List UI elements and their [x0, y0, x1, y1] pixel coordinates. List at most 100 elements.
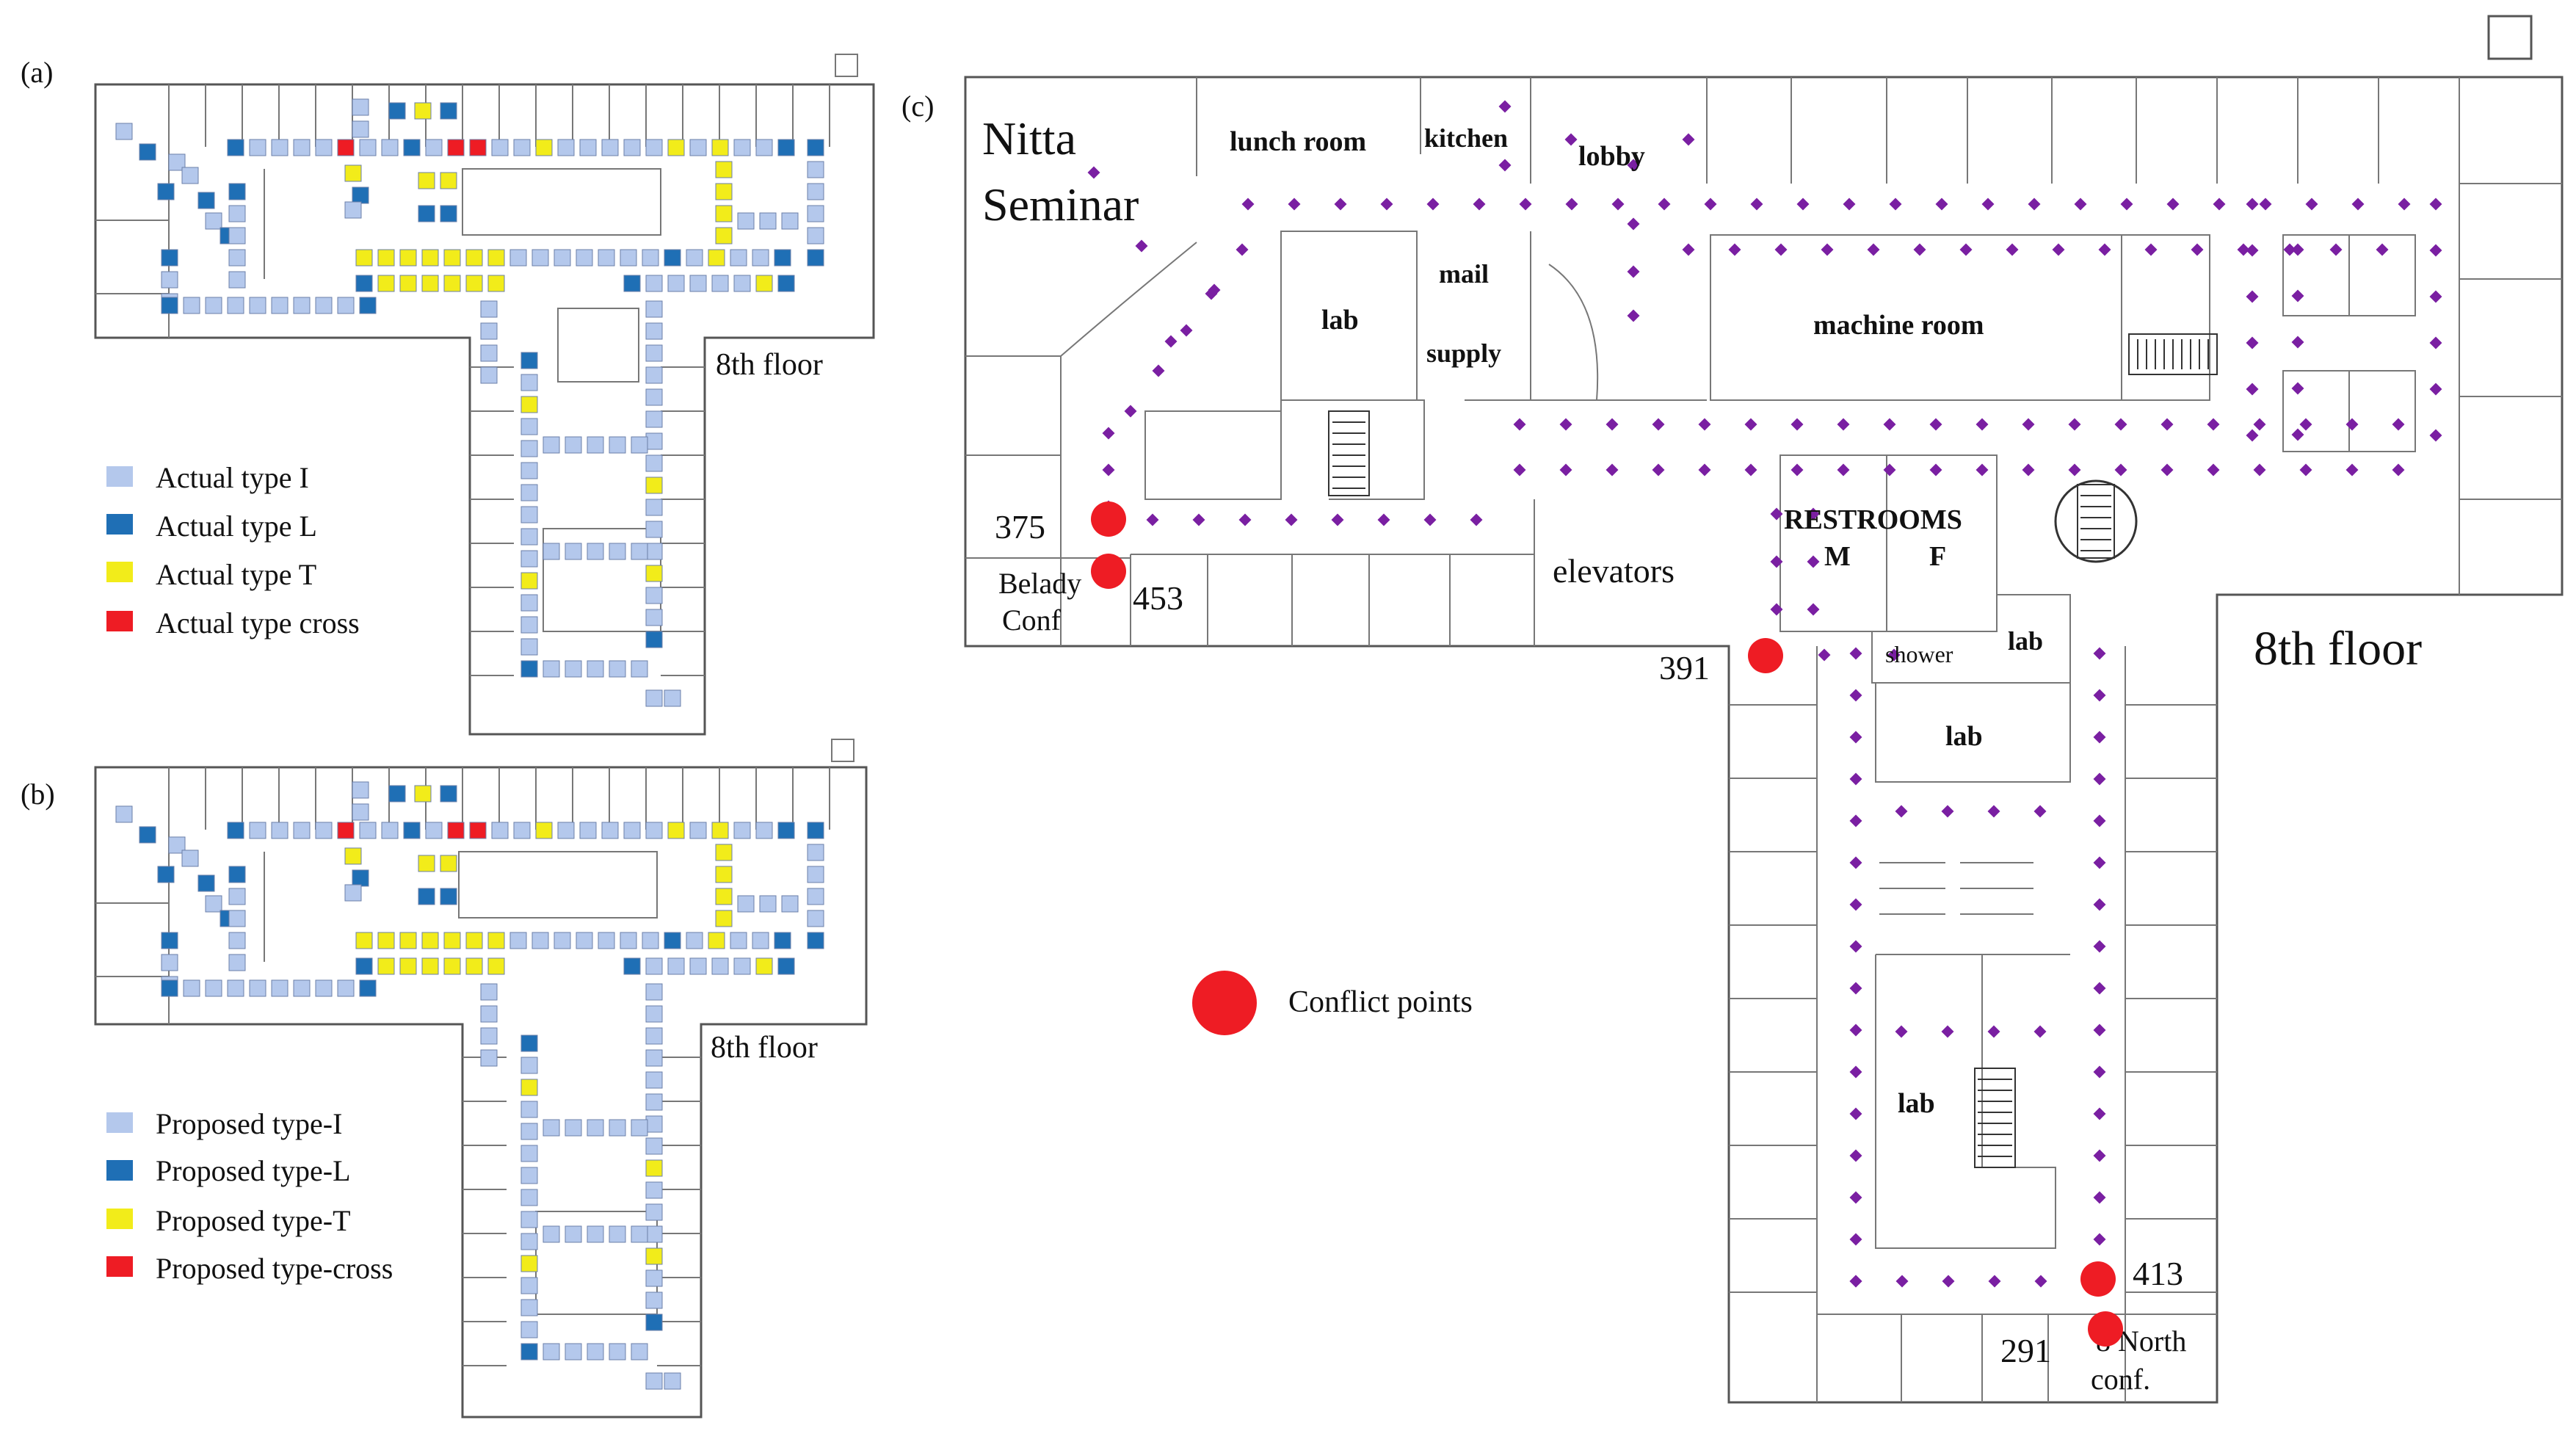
guide-tile: [520, 1145, 538, 1162]
guide-tile: [388, 785, 406, 802]
path-node: [1627, 217, 1640, 231]
legend-swatch-proposed-cross: [106, 1256, 133, 1277]
path-node: [2068, 463, 2081, 477]
guide-tile: [520, 1211, 538, 1228]
guide-tile: [711, 275, 729, 292]
path-node: [2429, 383, 2442, 396]
guide-tile: [465, 932, 483, 949]
guide-tile: [664, 1372, 681, 1390]
guide-tile: [440, 888, 457, 905]
path-node: [1377, 513, 1390, 526]
guide-tile: [337, 297, 355, 314]
panel-b: (b) 8th floor Proposed type-I Proposed t…: [21, 739, 868, 1419]
legend-label: Actual type T: [156, 558, 316, 591]
guide-tile: [443, 249, 461, 267]
guide-tile: [531, 932, 549, 949]
path-node: [1942, 1275, 1955, 1288]
guide-tile: [352, 186, 369, 204]
guide-tile: [352, 120, 369, 138]
guide-tile: [183, 297, 200, 314]
guide-tile: [645, 983, 663, 1001]
room-lab-mid: lab: [1945, 721, 1983, 752]
guide-tile: [587, 436, 604, 454]
guide-tile: [645, 1291, 663, 1309]
guide-tile: [403, 139, 421, 156]
guide-tile: [520, 550, 538, 568]
guide-tile: [228, 227, 246, 244]
path-node: [2120, 198, 2133, 211]
path-node: [1975, 463, 1989, 477]
guide-tile: [620, 932, 637, 949]
path-node: [2093, 898, 2106, 911]
guide-tile: [645, 1225, 663, 1243]
guide-tile: [520, 572, 538, 590]
guide-tile: [480, 1005, 498, 1023]
guide-tile: [421, 932, 439, 949]
guide-tile: [227, 822, 244, 839]
guide-tile: [418, 855, 435, 872]
guide-tile: [520, 1101, 538, 1118]
conflict-point: [1091, 501, 1126, 537]
guide-tile: [645, 1027, 663, 1045]
guide-tile: [181, 167, 199, 184]
panel-b-floorplan: [94, 766, 868, 1419]
path-node: [2329, 243, 2343, 256]
path-node: [2429, 290, 2442, 303]
guide-tile: [645, 300, 663, 318]
path-node: [2345, 463, 2359, 477]
path-node: [1849, 1191, 1862, 1204]
guide-tile: [587, 543, 604, 560]
guide-tile: [115, 805, 133, 823]
path-node: [2246, 429, 2259, 442]
guide-tile: [609, 436, 626, 454]
path-node: [2429, 244, 2442, 257]
path-node: [2144, 243, 2158, 256]
legend-label: Proposed type-cross: [156, 1252, 393, 1285]
guide-tile: [631, 436, 648, 454]
guide-tile: [271, 297, 289, 314]
room-lobby: lobby: [1578, 141, 1645, 172]
guide-tile: [520, 594, 538, 612]
guide-tile: [520, 660, 538, 678]
path-node: [2246, 198, 2259, 211]
guide-tile: [689, 139, 707, 156]
panel-a-corner-box: [835, 54, 858, 77]
legend-swatch-type-l: [106, 514, 133, 535]
guide-tile: [759, 212, 777, 230]
path-node: [2207, 463, 2220, 477]
panel-b-legend: Proposed type-I Proposed type-L Proposed…: [106, 1107, 393, 1285]
guide-tile: [774, 932, 791, 949]
path-node: [2429, 336, 2442, 349]
guide-tile: [620, 249, 637, 267]
guide-tile: [161, 932, 178, 949]
path-node: [1867, 243, 1880, 256]
guide-tile: [631, 660, 648, 678]
path-node: [1941, 1025, 1954, 1038]
guide-tile: [388, 102, 406, 120]
path-node: [1987, 1025, 2000, 1038]
legend-label: Actual type I: [156, 461, 309, 494]
path-node: [1682, 243, 1695, 256]
guide-tile: [465, 275, 483, 292]
guide-tile: [520, 1167, 538, 1184]
guide-tile: [777, 275, 795, 292]
guide-tile: [418, 205, 435, 222]
guide-tile: [645, 366, 663, 384]
path-node: [1849, 1065, 1862, 1079]
guide-tile: [352, 869, 369, 887]
guide-tile: [645, 410, 663, 428]
path-node: [1611, 198, 1625, 211]
room-shower: shower: [1885, 641, 1953, 667]
guide-tile: [645, 587, 663, 604]
guide-tile: [161, 249, 178, 267]
guide-tile: [440, 205, 457, 222]
path-node: [1849, 982, 1862, 995]
guide-tile: [531, 249, 549, 267]
guide-tile: [645, 322, 663, 340]
guide-tile: [711, 139, 729, 156]
guide-tile: [337, 822, 355, 839]
guide-tile: [645, 388, 663, 406]
room-machine-room: machine room: [1813, 310, 1984, 341]
room-number-291: 291: [2000, 1332, 2051, 1369]
guide-tile: [227, 979, 244, 997]
